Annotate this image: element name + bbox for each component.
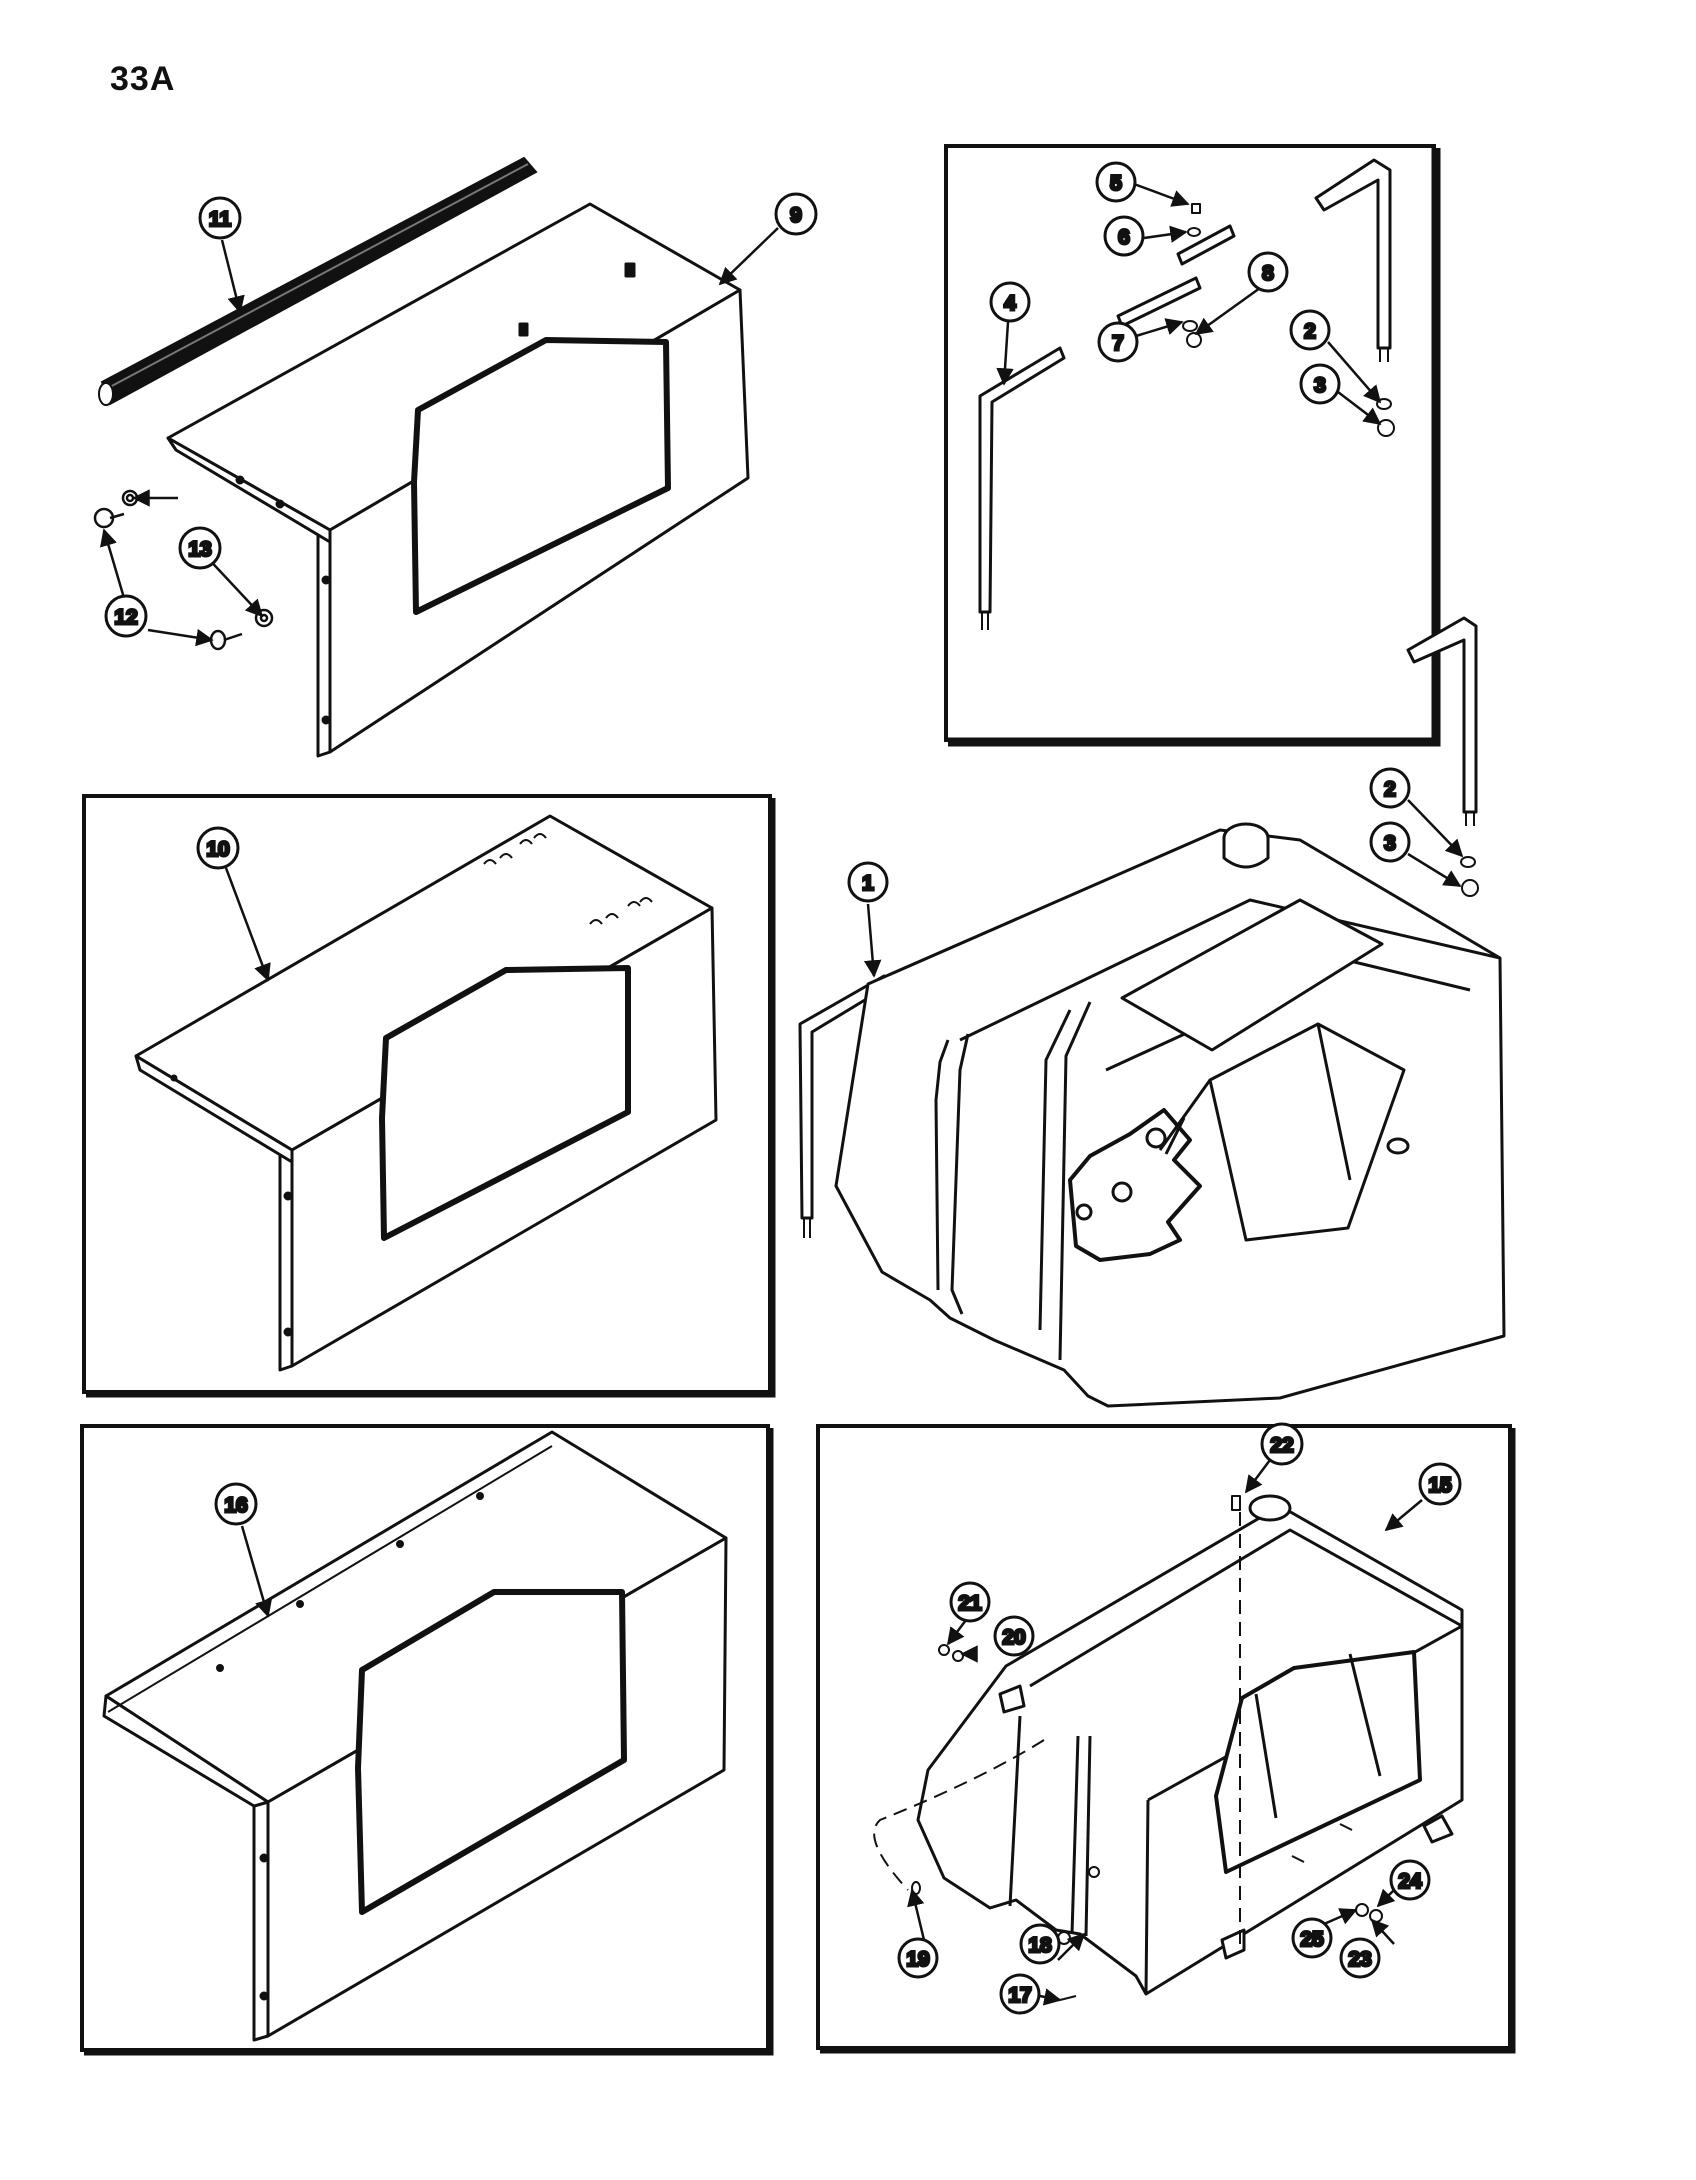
leader-lines xyxy=(100,182,1464,2006)
callout-12: 12 xyxy=(104,594,148,638)
svg-text:3: 3 xyxy=(1314,374,1326,397)
rods-inset xyxy=(978,158,1395,630)
callout-24: 24 xyxy=(1389,1859,1431,1901)
svg-text:5: 5 xyxy=(1110,172,1122,195)
svg-text:15: 15 xyxy=(1428,1474,1452,1497)
svg-text:18: 18 xyxy=(1028,1934,1052,1957)
svg-text:2: 2 xyxy=(1304,320,1316,343)
svg-text:1: 1 xyxy=(862,872,874,895)
svg-text:25: 25 xyxy=(1300,1928,1324,1951)
svg-text:21: 21 xyxy=(958,1592,982,1615)
svg-text:11: 11 xyxy=(209,208,232,231)
svg-text:3: 3 xyxy=(1384,832,1396,855)
callout-25: 25 xyxy=(1291,1917,1333,1959)
shield-part-16 xyxy=(102,1430,728,2042)
rod-tank-right xyxy=(1406,616,1478,814)
svg-text:24: 24 xyxy=(1398,1870,1422,1893)
page-number: 33A xyxy=(110,60,176,98)
svg-text:13: 13 xyxy=(188,538,211,561)
callout-8: 8 xyxy=(1247,251,1289,293)
svg-text:4: 4 xyxy=(1004,292,1016,315)
seal-strip-part-11 xyxy=(98,156,538,406)
callout-4: 4 xyxy=(989,281,1031,323)
svg-text:8: 8 xyxy=(1262,262,1274,285)
callout-19: 19 xyxy=(897,1937,939,1979)
svg-text:9: 9 xyxy=(790,204,802,227)
callout-10: 10 xyxy=(196,826,240,870)
callout-17: 17 xyxy=(999,1973,1041,2015)
svg-text:23: 23 xyxy=(1348,1948,1371,1971)
callout-16: 16 xyxy=(214,1482,258,1526)
callout-20: 20 xyxy=(993,1615,1035,1657)
svg-text:22: 22 xyxy=(1270,1434,1293,1457)
callout-11: 11 xyxy=(198,196,242,240)
svg-text:17: 17 xyxy=(1008,1984,1031,2007)
callout-18: 18 xyxy=(1019,1923,1061,1965)
svg-text:2: 2 xyxy=(1384,778,1396,801)
tank-shield-assembly-15 xyxy=(873,1494,1464,2001)
callout-7: 7 xyxy=(1097,321,1139,363)
callout-21: 21 xyxy=(949,1581,991,1623)
callout-2-lower: 2 xyxy=(1369,767,1411,809)
callout-5: 5 xyxy=(1095,161,1137,203)
callout-13: 13 xyxy=(178,526,222,570)
callout-22: 22 xyxy=(1260,1422,1304,1466)
svg-text:6: 6 xyxy=(1118,226,1130,249)
callout-2-upper: 2 xyxy=(1289,309,1331,351)
svg-text:19: 19 xyxy=(906,1948,929,1971)
svg-text:7: 7 xyxy=(1112,332,1124,355)
callout-23: 23 xyxy=(1339,1937,1381,1979)
callout-6: 6 xyxy=(1103,215,1145,257)
fuel-tank xyxy=(798,616,1506,1408)
shield-part-9 xyxy=(166,202,750,758)
callout-1: 1 xyxy=(847,861,889,903)
callout-15: 15 xyxy=(1418,1462,1462,1506)
shield-part-10 xyxy=(134,814,718,1372)
callout-3-upper: 3 xyxy=(1299,363,1341,405)
svg-text:10: 10 xyxy=(206,838,229,861)
callout-9: 9 xyxy=(774,192,818,236)
svg-text:20: 20 xyxy=(1002,1626,1025,1649)
svg-text:16: 16 xyxy=(224,1494,247,1517)
callout-balloons: 11 9 13 12 5 6 4 8 7 2 3 10 1 2 3 16 15 … xyxy=(104,161,1462,2015)
callout-3-lower: 3 xyxy=(1369,821,1411,863)
rod-upper-right xyxy=(1314,158,1392,350)
svg-text:12: 12 xyxy=(114,606,137,629)
panel-frames xyxy=(80,144,1516,2056)
rod-4 xyxy=(978,346,1066,614)
